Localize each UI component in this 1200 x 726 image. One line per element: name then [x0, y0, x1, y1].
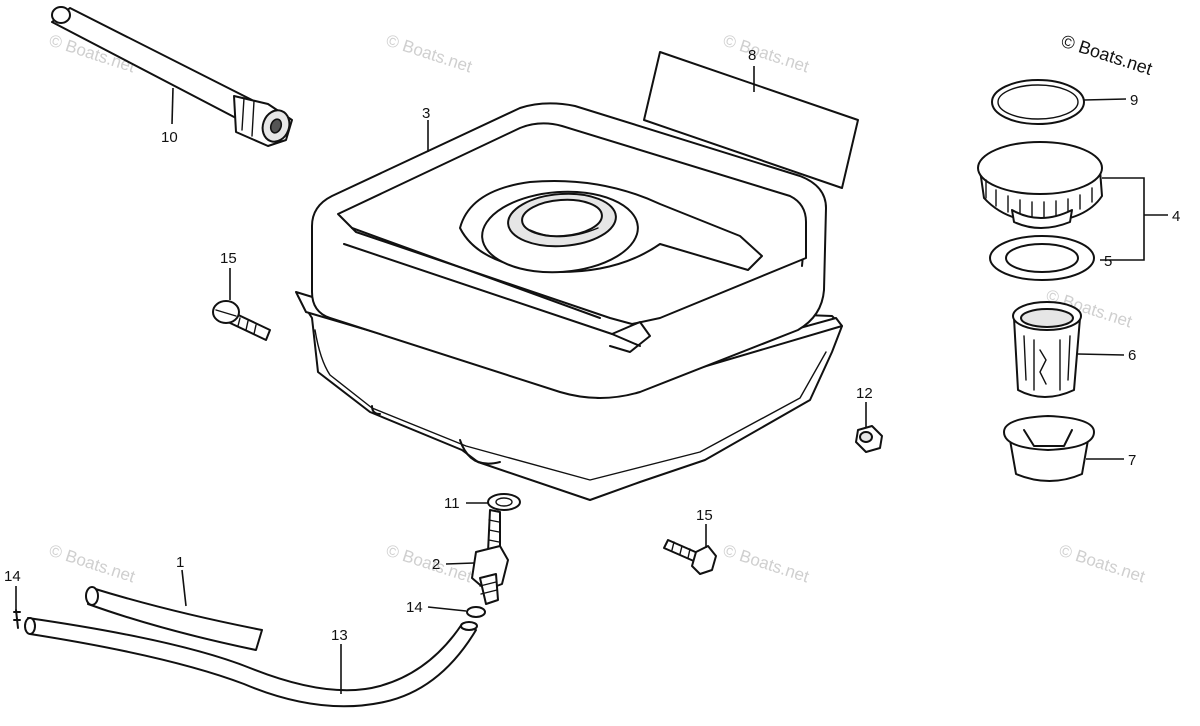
callout-15-left: 15	[220, 250, 237, 267]
watermark: © Boats.net	[721, 31, 812, 77]
callout-4: 4	[1172, 208, 1180, 225]
part-5-cap-gasket	[989, 235, 1095, 281]
part-6-strainer	[1012, 301, 1082, 398]
part-15-bolt-lower	[663, 539, 717, 575]
callout-9: 9	[1130, 92, 1138, 109]
part-3-fuel-tank	[295, 102, 843, 501]
callout-2: 2	[432, 556, 440, 573]
part-14-clip-center	[466, 606, 486, 618]
watermark: © Boats.net	[721, 541, 812, 587]
watermark: © Boats.net	[47, 541, 138, 587]
part-8-label	[643, 51, 859, 189]
callout-14-left: 14	[4, 568, 21, 585]
part-14-clip-left	[13, 609, 21, 629]
part-13-hose	[24, 617, 478, 708]
part-10-tube	[51, 6, 293, 147]
callout-11: 11	[444, 495, 460, 512]
callout-5: 5	[1104, 253, 1112, 270]
part-1-hose	[85, 586, 263, 651]
callout-3: 3	[422, 105, 430, 122]
leader-lines	[15, 66, 1168, 694]
part-7-cup	[1003, 415, 1095, 482]
callout-14-center: 14	[406, 599, 423, 616]
callout-13: 13	[331, 627, 348, 644]
part-4-fuel-cap	[977, 141, 1103, 229]
copyright-notice: © Boats.net	[1059, 31, 1155, 79]
watermark: © Boats.net	[1057, 541, 1148, 587]
callout-8: 8	[748, 47, 756, 64]
callout-labels: 10 8 3 9 4 5 6 7 15 12 11 2 14 15 1 13 1…	[4, 47, 1180, 644]
callout-12: 12	[856, 385, 873, 402]
watermark: © Boats.net	[384, 31, 475, 77]
callout-1: 1	[176, 554, 184, 571]
part-15-bolt-left	[212, 300, 271, 341]
callout-15-lower: 15	[696, 507, 713, 524]
part-11-washer	[487, 493, 521, 511]
callout-6: 6	[1128, 347, 1136, 364]
callout-10: 10	[161, 129, 178, 146]
callout-7: 7	[1128, 452, 1136, 469]
part-12-nut	[855, 425, 883, 453]
part-9-gasket	[991, 79, 1085, 125]
part-2-fuel-cock	[471, 509, 509, 605]
